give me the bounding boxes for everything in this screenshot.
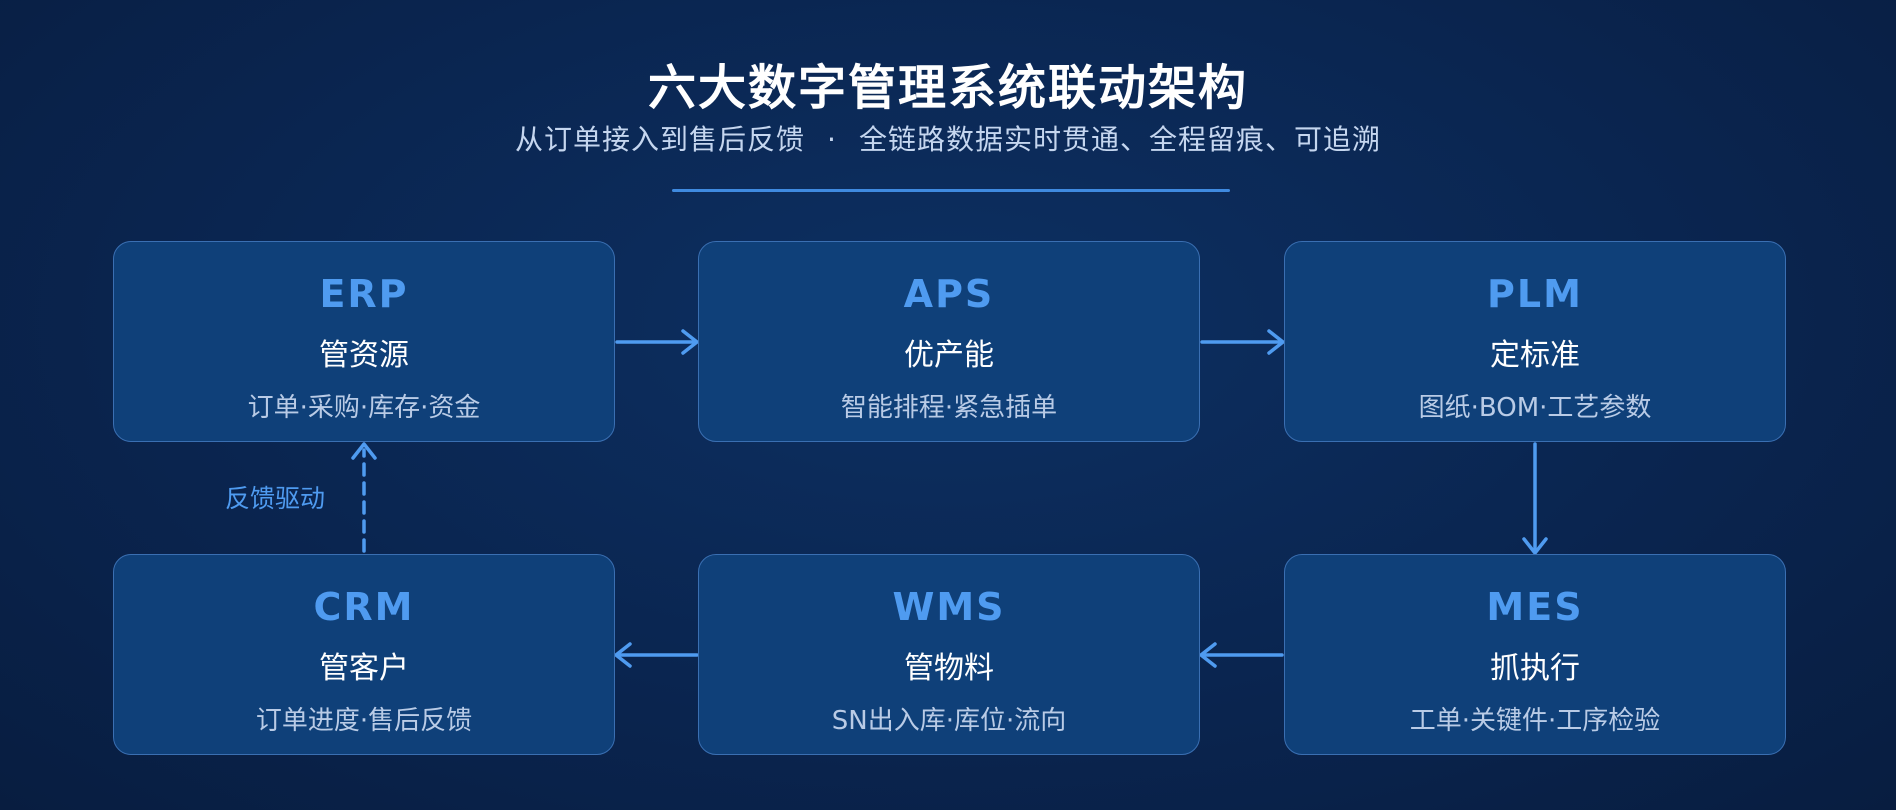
edge-mes-wms bbox=[1199, 642, 1284, 668]
node-crm-code: CRM bbox=[313, 585, 415, 629]
node-plm-code: PLM bbox=[1487, 272, 1583, 316]
page-subtitle: 从订单接入到售后反馈 · 全链路数据实时贯通、全程留痕、可追溯 bbox=[0, 118, 1896, 158]
node-crm-detail: 订单进度·售后反馈 bbox=[255, 706, 473, 736]
node-erp-code: ERP bbox=[319, 272, 409, 316]
page-title: 六大数字管理系统联动架构 bbox=[647, 60, 1248, 116]
node-plm-role: 定标准 bbox=[1490, 338, 1580, 373]
feedback-label: 反馈驱动 bbox=[225, 484, 326, 513]
subtitle-left: 从订单接入到售后反馈 bbox=[515, 123, 806, 156]
node-aps: APS 优产能 智能排程·紧急插单 bbox=[698, 241, 1200, 442]
node-aps-detail: 智能排程·紧急插单 bbox=[840, 393, 1058, 423]
node-aps-role: 优产能 bbox=[904, 338, 994, 373]
edge-plm-mes bbox=[1522, 442, 1548, 555]
node-mes-detail: 工单·关键件·工序检验 bbox=[1409, 706, 1661, 736]
edge-crm-erp-feedback bbox=[351, 442, 377, 553]
node-crm-role: 管客户 bbox=[319, 651, 409, 686]
edge-wms-crm bbox=[614, 642, 699, 668]
node-wms-code: WMS bbox=[892, 585, 1006, 629]
node-wms-detail: SN出入库·库位·流向 bbox=[831, 706, 1067, 736]
edge-erp-aps bbox=[615, 329, 699, 355]
node-erp-detail: 订单·采购·库存·资金 bbox=[247, 393, 481, 423]
node-wms: WMS 管物料 SN出入库·库位·流向 bbox=[698, 554, 1200, 755]
node-mes-code: MES bbox=[1486, 585, 1584, 629]
node-aps-code: APS bbox=[903, 272, 995, 316]
subtitle-right: 全链路数据实时贯通、全程留痕、可追溯 bbox=[858, 123, 1381, 156]
node-mes: MES 抓执行 工单·关键件·工序检验 bbox=[1284, 554, 1786, 755]
node-mes-role: 抓执行 bbox=[1490, 651, 1580, 686]
node-plm: PLM 定标准 图纸·BOM·工艺参数 bbox=[1284, 241, 1786, 442]
edge-aps-plm bbox=[1200, 329, 1285, 355]
title-divider bbox=[672, 189, 1230, 192]
node-crm: CRM 管客户 订单进度·售后反馈 bbox=[113, 554, 615, 755]
subtitle-separator: · bbox=[827, 123, 837, 156]
node-plm-detail: 图纸·BOM·工艺参数 bbox=[1418, 393, 1652, 423]
node-erp: ERP 管资源 订单·采购·库存·资金 bbox=[113, 241, 615, 442]
node-erp-role: 管资源 bbox=[319, 338, 409, 373]
node-wms-role: 管物料 bbox=[904, 651, 994, 686]
